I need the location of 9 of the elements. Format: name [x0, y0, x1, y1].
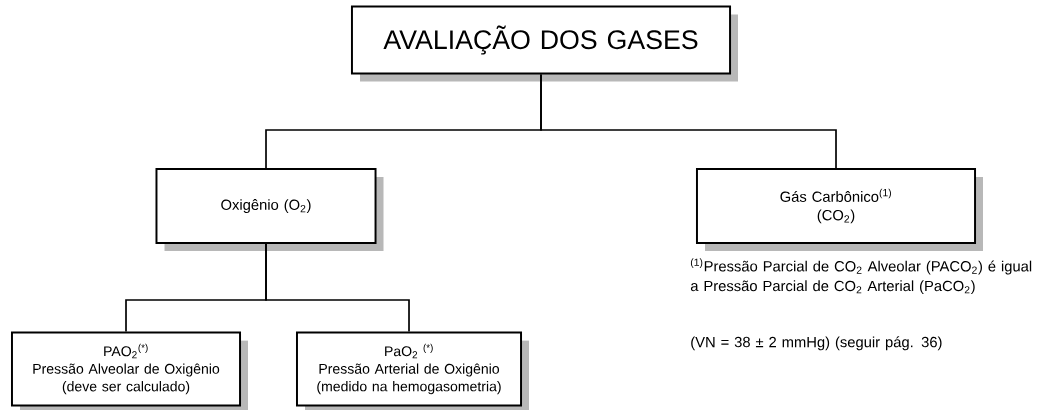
footnote-text: $^{(1)}$Pressão Parcial de CO$_{2}$ Alveolar (PACO$_{2}$) é igual a Pressão Parcial de CO$_{2}$ Arterial (PaCO$_{2}$)	[690, 258, 1032, 295]
connector-line	[540, 73, 837, 169]
category-box: PAO$_{2}$(*) Pressão Alveolar de Oxigênio (deve ser calculado)	[11, 331, 248, 410]
category-box: Gás Carbônico$^{(1)}$ (CO$_{2}$)	[696, 168, 983, 251]
title-box: AVALIAÇÃO DOS GASES	[350, 5, 738, 82]
connector-line	[265, 243, 410, 333]
category-box: PaO$_{2}$ (*) Pressão Arterial de Oxigênio (medido na hemogasometria)	[296, 331, 529, 410]
category-box: Oxigênio (O$_{2}$)	[155, 168, 384, 251]
footnote-text: (VN = 38 ± 2 mmHg) (seguir pág. 36)	[691, 336, 942, 351]
